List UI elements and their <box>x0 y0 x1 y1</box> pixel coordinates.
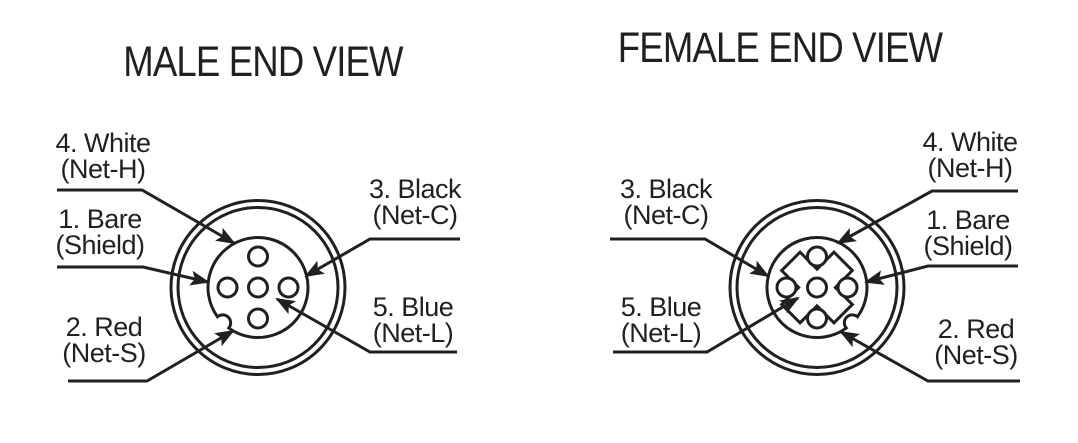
male-pin2-leader-line <box>68 329 235 383</box>
male-pin4-leader-line <box>57 188 236 245</box>
male-pin-1 <box>216 276 239 299</box>
pin-label-line2: (Shield) <box>923 231 1013 261</box>
female-pin5-leader-line <box>613 296 800 354</box>
male-pin-2 <box>247 307 269 330</box>
male-pin1-label: 1. Bare (Shield) <box>10 204 190 260</box>
female-socket-2 <box>806 307 828 330</box>
pin-label-line2: (Net-L) <box>372 318 454 348</box>
female-connector-drawing <box>728 199 906 376</box>
male-pin-5 <box>247 276 269 299</box>
pin-label-line1: 1. Bare <box>58 204 142 234</box>
male-pin3-leader-line <box>304 237 460 278</box>
female-socket-4 <box>806 245 828 268</box>
pin-label-line2: (Net-S) <box>934 340 1018 370</box>
male-pin1-leader-line <box>57 265 210 286</box>
pin-label-line2: (Net-S) <box>62 338 146 368</box>
male-pin4-label: 4. White (Net-H) <box>13 128 193 184</box>
pin-label-line1: 2. Red <box>65 312 143 342</box>
female-inner-ring <box>735 206 899 369</box>
pin-label-line1: 3. Black <box>368 174 462 204</box>
pin-label-line2: (Net-L) <box>620 318 702 348</box>
pin-label-line1: 2. Red <box>937 314 1015 344</box>
pin-label-line2: (Net-C) <box>623 200 710 230</box>
female-view-title: FEMALE END VIEW <box>617 24 943 72</box>
pin-label-line2: (Net-C) <box>372 200 459 230</box>
male-pin3-label: 3. Black (Net-C) <box>325 174 505 230</box>
pin-label-line2: (Net-H) <box>927 153 1014 183</box>
pin-label-line2: (Net-H) <box>60 154 147 184</box>
male-pin2-label: 2. Red (Net-S) <box>14 312 194 368</box>
male-pin-4 <box>247 245 269 268</box>
pin-label-line1: 3. Black <box>619 174 713 204</box>
pin-label-line1: 5. Blue <box>372 292 454 322</box>
female-socket-1 <box>836 276 859 299</box>
female-pin2-label: 2. Red (Net-S) <box>886 314 1066 370</box>
female-pin4-label: 4. White (Net-H) <box>880 127 1060 183</box>
pin-label-line1: 4. White <box>55 128 151 158</box>
pin-label-line2: (Shield) <box>55 230 145 260</box>
male-inner-ring <box>176 206 340 369</box>
female-socket-3 <box>775 276 798 299</box>
female-pin3-leader-line <box>610 237 770 278</box>
pin-label-line1: 4. White <box>922 127 1018 157</box>
female-socket-5 <box>806 276 828 299</box>
female-pin1-leader-line <box>864 264 1018 285</box>
male-pin5-leader-line <box>275 297 457 354</box>
pin-label-line1: 5. Blue <box>620 292 702 322</box>
pin-label-line1: 1. Bare <box>926 205 1010 235</box>
female-pin1-label: 1. Bare (Shield) <box>878 205 1058 261</box>
male-connector-drawing <box>169 199 347 376</box>
male-view-title: MALE END VIEW <box>123 38 403 86</box>
male-pin-3 <box>277 276 300 299</box>
female-pin4-leader-line <box>836 189 1018 245</box>
male-pin5-label: 5. Blue (Net-L) <box>323 292 503 348</box>
female-pin2-leader-line <box>839 330 1020 383</box>
female-pin5-label: 5. Blue (Net-L) <box>571 292 751 348</box>
female-pin3-label: 3. Black (Net-C) <box>576 174 756 230</box>
